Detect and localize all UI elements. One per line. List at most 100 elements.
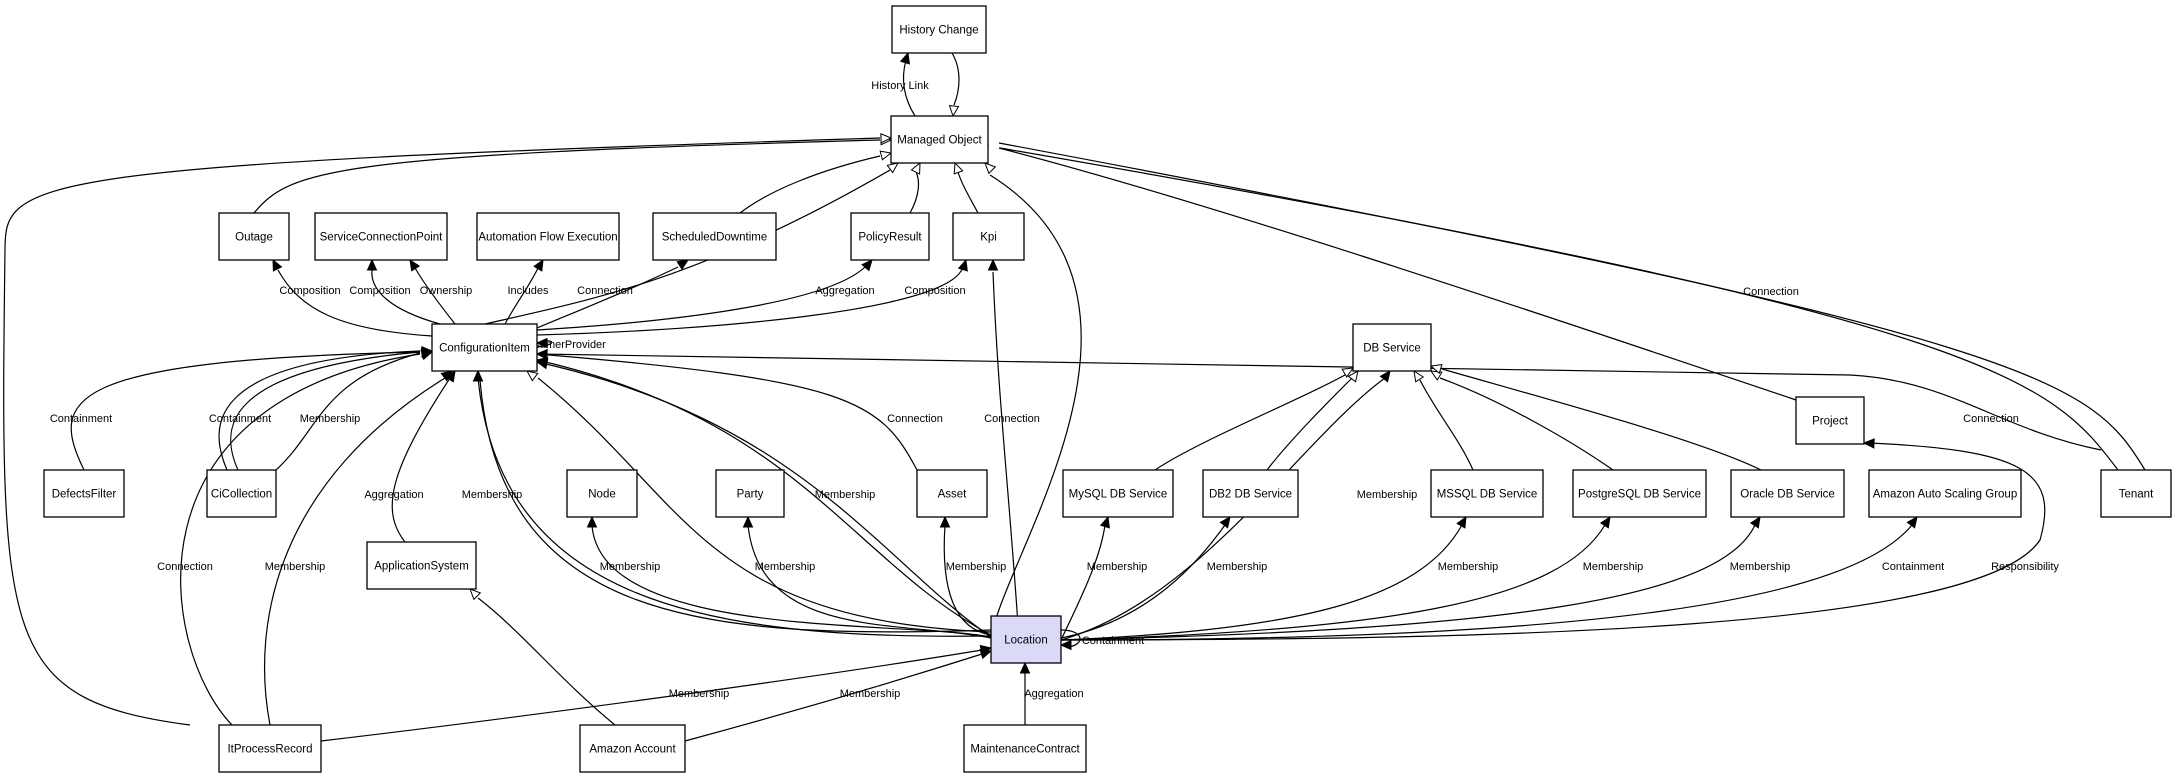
- node-maintenance-contract[interactable]: MaintenanceContract: [963, 724, 1087, 773]
- edge-label: Connection: [1743, 286, 1799, 298]
- edge-line: [180, 353, 421, 726]
- edge-label: Membership: [840, 688, 901, 700]
- node-mssql-db-service[interactable]: MSSQL DB Service: [1430, 469, 1544, 518]
- edge-label: Containment: [50, 413, 112, 425]
- node-tenant[interactable]: Tenant: [2100, 469, 2172, 518]
- association-arrow-icon: [535, 337, 548, 349]
- node-label: Node: [588, 489, 616, 501]
- edge-e26: Membership: [263, 370, 453, 726]
- edge-line: [747, 524, 992, 639]
- node-box: [715, 469, 785, 518]
- edge-label: Membership: [1438, 561, 1499, 573]
- node-box: [850, 212, 930, 261]
- node-amazon-auto-scaling-group[interactable]: Amazon Auto Scaling Group: [1868, 469, 2022, 518]
- node-label: Managed Object: [897, 135, 982, 147]
- edge-line: [999, 147, 2119, 471]
- node-label: MSSQL DB Service: [1437, 489, 1538, 501]
- edge-line: [536, 361, 992, 638]
- association-arrow-icon: [1456, 515, 1467, 529]
- edge-e38: [1429, 370, 1614, 471]
- edge-e9: [3, 133, 893, 726]
- node-asset[interactable]: Asset: [916, 469, 988, 518]
- node-oracle-db-service[interactable]: Oracle DB Service: [1730, 469, 1845, 518]
- edge-label: History Link: [871, 80, 929, 92]
- node-db2-db-service[interactable]: DB2 DB Service: [1202, 469, 1299, 518]
- node-scheduled-downtime[interactable]: ScheduledDowntime: [652, 212, 777, 261]
- node-location[interactable]: Location: [990, 615, 1062, 664]
- node-postgresql-db-service[interactable]: PostgreSQL DB Service: [1572, 469, 1707, 518]
- node-box: [431, 323, 538, 372]
- edge-label: Membership: [1730, 561, 1791, 573]
- edge-line: [1060, 524, 1463, 641]
- edge-line: [957, 171, 979, 214]
- edge-line: [1439, 377, 1614, 471]
- association-arrow-icon: [899, 51, 910, 65]
- node-outage[interactable]: Outage: [218, 212, 290, 261]
- edge-line: [253, 139, 881, 214]
- edge-e14: Composition: [349, 258, 441, 325]
- inheritance-arrow-icon: [879, 150, 893, 161]
- edge-e37: [1413, 369, 1474, 471]
- edge-line: [998, 147, 1797, 401]
- node-label: Asset: [938, 489, 968, 501]
- node-ci-collection[interactable]: CiCollection: [206, 469, 277, 518]
- edge-line: [739, 155, 881, 214]
- node-box: [652, 212, 777, 261]
- node-box: [963, 724, 1087, 773]
- node-project[interactable]: Project: [1795, 396, 1865, 445]
- node-label: MaintenanceContract: [970, 744, 1080, 756]
- edge-e2: [948, 52, 960, 118]
- edge-e23: Containment: [209, 347, 434, 471]
- edge-line: [1060, 524, 1106, 641]
- edge-e5: [909, 161, 921, 214]
- node-amazon-account[interactable]: Amazon Account: [579, 724, 686, 773]
- edge-label: Aggregation: [815, 285, 874, 297]
- inheritance-arrow-icon: [984, 162, 997, 175]
- association-arrow-icon: [939, 515, 951, 528]
- edge-e50: Responsibility: [1060, 438, 2059, 641]
- node-policy-result[interactable]: PolicyResult: [850, 212, 930, 261]
- inheritance-arrow-icon: [1341, 367, 1355, 378]
- node-history-change[interactable]: History Change: [891, 5, 987, 54]
- association-arrow-icon: [535, 348, 548, 360]
- association-arrow-icon: [409, 258, 421, 272]
- edge-label: Connection: [887, 413, 943, 425]
- association-arrow-icon: [676, 259, 690, 271]
- node-box: [1795, 396, 1865, 445]
- node-node[interactable]: Node: [566, 469, 638, 518]
- edge-label: Connection: [577, 285, 633, 297]
- edge-e15: Ownership: [409, 258, 472, 325]
- node-service-connection-point[interactable]: ServiceConnectionPoint: [314, 212, 448, 261]
- node-box: [43, 469, 125, 518]
- node-box: [916, 469, 988, 518]
- node-party[interactable]: Party: [715, 469, 785, 518]
- edge-line: [909, 171, 920, 214]
- inheritance-arrow-icon: [948, 105, 960, 118]
- edge-label: Responsibility: [1991, 561, 2059, 573]
- edge-label: Membership: [1207, 561, 1268, 573]
- node-label: DefectsFilter: [52, 489, 117, 501]
- node-defects-filter[interactable]: DefectsFilter: [43, 469, 125, 518]
- edge-line: [998, 142, 2146, 471]
- edge-e34: Connection: [535, 348, 2102, 451]
- node-mysql-db-service[interactable]: MySQL DB Service: [1062, 469, 1174, 518]
- edge-label: Composition: [904, 285, 965, 297]
- edge-line: [536, 266, 679, 329]
- node-managed-object[interactable]: Managed Object: [890, 115, 989, 164]
- node-application-system[interactable]: ApplicationSystem: [366, 541, 477, 590]
- edge-line: [320, 649, 983, 742]
- edge-e36: [1266, 370, 1359, 471]
- association-arrow-icon: [533, 258, 544, 272]
- edge-label: Membership: [755, 561, 816, 573]
- edge-line: [1154, 374, 1346, 471]
- association-arrow-icon: [1059, 639, 1072, 651]
- association-arrow-icon: [979, 649, 993, 660]
- edge-line: [591, 524, 992, 638]
- node-configuration-item[interactable]: ConfigurationItem: [431, 323, 538, 372]
- edge-e39: [1429, 364, 1762, 471]
- node-kpi[interactable]: Kpi: [952, 212, 1025, 261]
- edge-line: [536, 266, 964, 336]
- node-db-service[interactable]: DB Service: [1352, 323, 1432, 372]
- node-it-process-record[interactable]: ItProcessRecord: [218, 724, 322, 773]
- node-automation-flow-execution[interactable]: Automation Flow Execution: [476, 212, 620, 261]
